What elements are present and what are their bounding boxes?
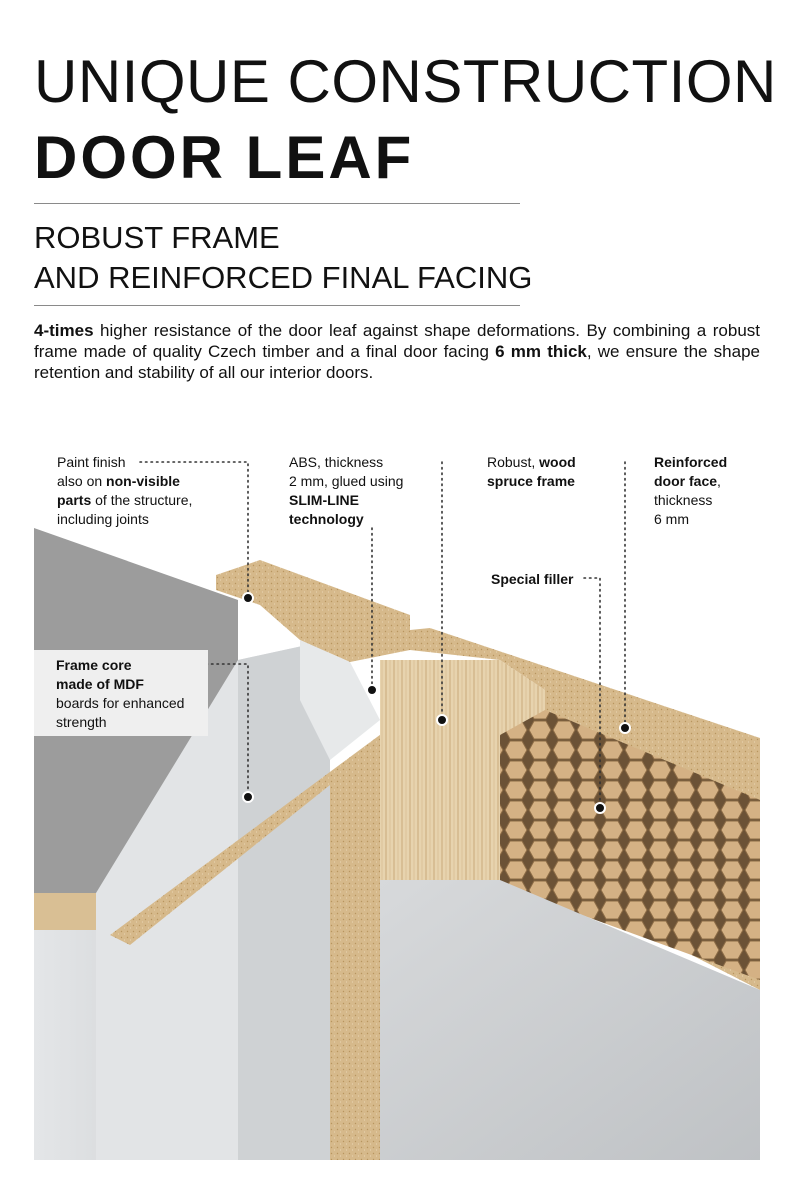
- abs-l3: SLIM-LINE: [289, 492, 359, 508]
- leader-dots: [242, 592, 631, 814]
- intro-bold-2: 6 mm thick: [495, 342, 587, 361]
- callout-abs: ABS, thickness 2 mm, glued using SLIM-LI…: [289, 453, 403, 529]
- face-l1: Reinforced: [654, 454, 728, 470]
- intro-text-2: , we ensure the shape retention and stab…: [34, 342, 760, 382]
- callout-door-face: Reinforced door face, thickness 6 mm: [654, 453, 727, 529]
- callout-paint-finish: Paint finish also on non-visible parts o…: [57, 453, 192, 529]
- wood-l2: spruce frame: [487, 473, 575, 489]
- mdf-callout-box: [34, 650, 208, 736]
- face-l2b: ,: [717, 473, 721, 489]
- title-line-1: UNIQUE CONSTRUCTION: [34, 48, 777, 115]
- mdf-l3: boards for enhanced: [56, 695, 185, 711]
- callout-spruce-frame: Robust, wood spruce frame: [487, 453, 576, 491]
- mdf-l2: made of MDF: [56, 676, 144, 692]
- frame-jamb-shade: [238, 640, 330, 1160]
- callout-mdf-core: Frame core made of MDF boards for enhanc…: [56, 656, 184, 732]
- intro-paragraph: 4-times higher resistance of the door le…: [34, 320, 760, 383]
- door-face-front: [380, 880, 760, 1160]
- divider-top: [34, 203, 520, 204]
- face-l3: thickness: [654, 492, 713, 508]
- intro-text-1: higher resistance of the door leaf again…: [34, 321, 760, 361]
- wall-top-edge: [34, 893, 110, 930]
- abs-l1: ABS, thickness: [289, 454, 384, 470]
- subtitle: ROBUST FRAME AND REINFORCED FINAL FACING: [34, 218, 532, 298]
- mdf-core: [110, 720, 420, 1160]
- face-l4: 6 mm: [654, 511, 689, 527]
- intro-bold-1: 4-times: [34, 321, 94, 340]
- mdf-l1: Frame core: [56, 657, 132, 673]
- paint-l2a: also on: [57, 473, 107, 489]
- honeycomb-filler: [500, 710, 760, 980]
- callout-special-filler: Special filler: [491, 570, 573, 589]
- paint-l3a: parts: [57, 492, 92, 508]
- mdf-core-top: [216, 560, 410, 662]
- abs-l4: technology: [289, 511, 364, 527]
- paint-l1: Paint finish: [57, 454, 126, 470]
- mdf-l4: strength: [56, 714, 107, 730]
- wood-l1b: wood: [539, 454, 576, 470]
- paint-l3b: of the structure,: [91, 492, 193, 508]
- filler-l1: Special filler: [491, 571, 574, 587]
- subtitle-line-1: ROBUST FRAME: [34, 220, 280, 255]
- paint-l2b: non-visible: [106, 473, 180, 489]
- title-line-2: DOOR LEAF: [34, 124, 415, 191]
- paint-l4: including joints: [57, 511, 149, 527]
- wood-l1a: Robust,: [487, 454, 540, 470]
- mdf-core-cut: [300, 640, 380, 760]
- face-l2a: door face: [654, 473, 718, 489]
- divider-bottom: [34, 305, 520, 306]
- subtitle-line-2: AND REINFORCED FINAL FACING: [34, 260, 533, 295]
- abs-l2: 2 mm, glued using: [289, 473, 404, 489]
